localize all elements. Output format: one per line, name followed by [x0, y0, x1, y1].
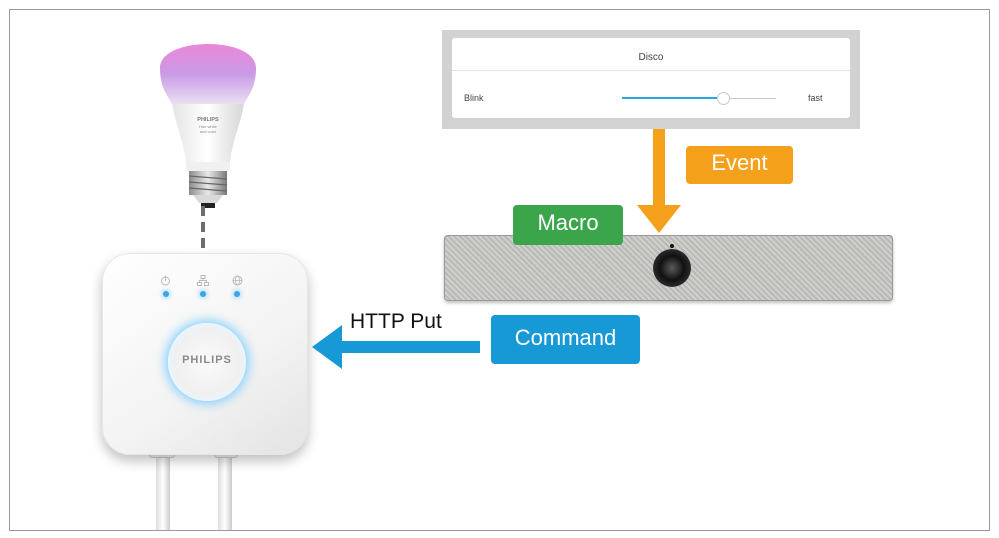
bulb-subtitle-line2: and color — [200, 129, 217, 134]
event-label: Event — [686, 146, 793, 184]
bridge-brand: PHILIPS — [182, 354, 232, 366]
ethernet-cable — [218, 445, 232, 530]
hue-bridge: PHILIPS — [102, 253, 308, 455]
slider-left-label: Blink — [464, 93, 484, 103]
power-icon — [161, 275, 170, 286]
camera-indicator — [670, 244, 674, 248]
panel-title: Disco — [638, 52, 664, 63]
diagram-frame: PHILIPS Hue white and color PHILIPS — [9, 9, 990, 531]
power-cable — [156, 445, 170, 530]
command-label: Command — [491, 315, 640, 364]
internet-icon — [232, 275, 243, 286]
macro-label: Macro — [513, 205, 623, 245]
network-led — [200, 291, 206, 297]
bulb-subtitle-line1: Hue white — [199, 124, 218, 129]
video-codec-device — [444, 235, 893, 301]
touch-panel: Disco Blink fast — [442, 30, 860, 129]
panel-divider — [452, 70, 850, 71]
event-arrow-head — [637, 205, 681, 233]
internet-led — [234, 291, 240, 297]
command-arrow-shaft — [340, 341, 480, 353]
http-put-label: HTTP Put — [350, 310, 442, 333]
bulb-brand: PHILIPS — [197, 117, 219, 123]
slider-right-label: fast — [808, 93, 823, 103]
power-led — [163, 291, 169, 297]
event-arrow-shaft — [653, 129, 665, 207]
slider-fill — [622, 97, 720, 99]
network-icon — [197, 275, 209, 286]
hue-bulb: PHILIPS Hue white and color — [160, 44, 256, 208]
camera-lens — [653, 249, 691, 287]
bridge-link-button[interactable]: PHILIPS — [168, 323, 246, 401]
touch-panel-screen: Disco Blink fast — [452, 38, 850, 118]
slider-thumb[interactable] — [717, 92, 730, 105]
command-arrow-head — [312, 325, 342, 369]
connection-dashed-line — [201, 206, 205, 260]
